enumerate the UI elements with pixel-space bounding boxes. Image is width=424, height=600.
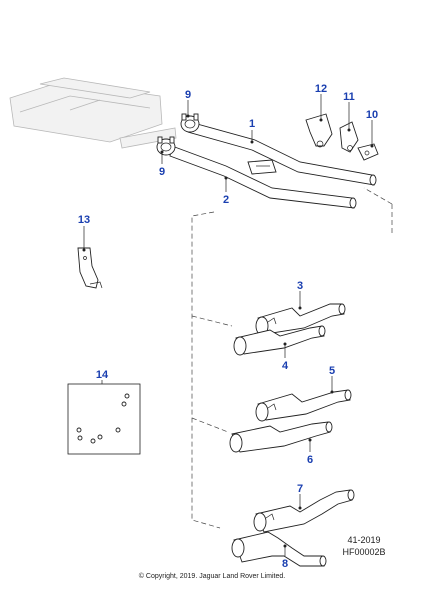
callout-1: 1: [249, 118, 255, 130]
silencer-assembly-ghost: [9, 77, 177, 149]
silencer-8: [231, 531, 327, 567]
illustration-id: HF00002B: [342, 547, 385, 557]
reference-code: 41-2019: [347, 535, 380, 545]
silencer-6: [229, 421, 333, 453]
callout-2: 2: [223, 194, 229, 206]
front-pipe-1: [187, 121, 377, 186]
pipe-crossbrace: [247, 159, 277, 175]
callout-5: 5: [329, 365, 335, 377]
silencer-4: [233, 325, 326, 356]
callout-10: 10: [366, 109, 378, 121]
callout-6: 6: [307, 454, 313, 466]
callout-7: 7: [297, 483, 303, 495]
callout-13: 13: [78, 214, 90, 226]
silencer-7: [253, 489, 355, 533]
bracket-10: [357, 143, 379, 161]
callout-12: 12: [315, 83, 327, 95]
callout-9-upper: 9: [185, 89, 191, 101]
callout-11: 11: [343, 91, 355, 103]
callout-8: 8: [282, 558, 288, 570]
flange-clamp-lower: [156, 136, 176, 156]
silencer-3: [255, 303, 346, 336]
bracket-12: [305, 113, 333, 148]
callout-14: 14: [96, 369, 109, 381]
fixings-kit-14: [67, 383, 141, 455]
bracket-11: [339, 121, 359, 153]
callout-labels: 1 2 9 9 12 11 10 13 3 4 14 5 6 7 8: [78, 83, 378, 570]
silencer-5: [255, 389, 352, 422]
hanger-bracket-13: [77, 247, 103, 289]
alternatives-dash-lines: [191, 187, 393, 529]
front-pipe-2: [169, 145, 357, 209]
leader-lines: [82, 94, 374, 556]
callout-3: 3: [297, 280, 303, 292]
callout-9-lower: 9: [159, 166, 165, 178]
flange-clamp-upper: [180, 113, 200, 133]
callout-4: 4: [282, 360, 289, 372]
copyright-footer: © Copyright, 2019. Jaguar Land Rover Lim…: [139, 572, 285, 580]
